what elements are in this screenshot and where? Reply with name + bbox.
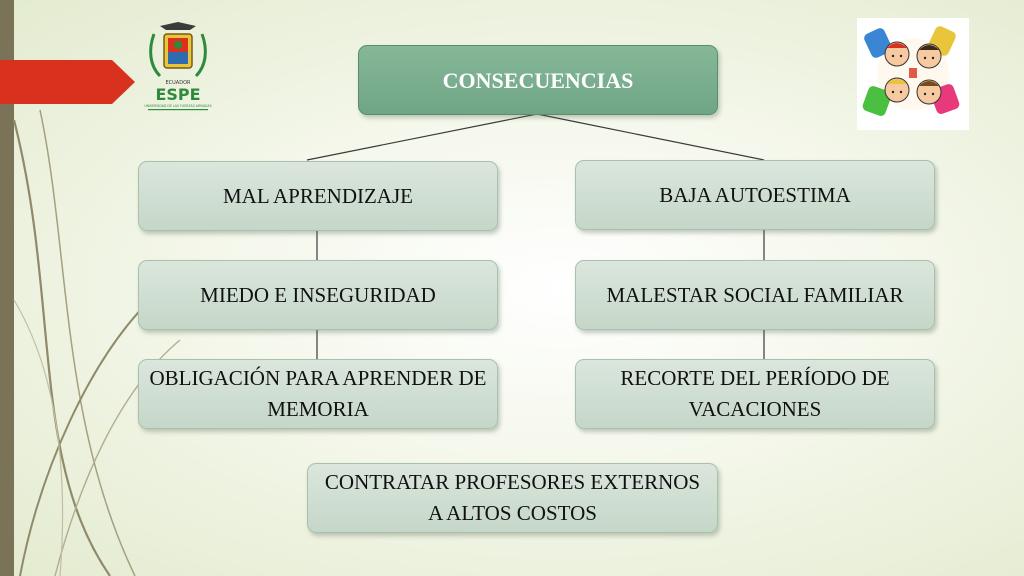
logo-name: ESPE <box>155 85 200 104</box>
logo-top-text: ECUADOR <box>166 80 192 86</box>
node-recorte-vacaciones: RECORTE DEL PERÍODO DE VACACIONES <box>575 359 935 429</box>
node-contratar-profesores: CONTRATAR PROFESORES EXTERNOS A ALTOS CO… <box>307 463 718 533</box>
node-mal-aprendizaje: MAL APRENDIZAJE <box>138 161 498 231</box>
node-miedo-inseguridad: MIEDO E INSEGURIDAD <box>138 260 498 330</box>
node-obligacion-memoria: OBLIGACIÓN PARA APRENDER DE MEMORIA <box>138 359 498 429</box>
node-malestar-social: MALESTAR SOCIAL FAMILIAR <box>575 260 935 330</box>
title-box: CONSECUENCIAS <box>358 45 718 115</box>
logo-small-text: UNIVERSIDAD DE LAS FUERZAS ARMADAS <box>144 104 211 108</box>
left-accent-bar <box>0 0 14 576</box>
red-arrow-decoration <box>0 60 135 104</box>
children-circle-icon <box>857 18 969 130</box>
node-baja-autoestima: BAJA AUTOESTIMA <box>575 160 935 230</box>
espe-crest-icon: ECUADOR ESPE UNIVERSIDAD DE LAS FUERZAS … <box>144 22 212 111</box>
